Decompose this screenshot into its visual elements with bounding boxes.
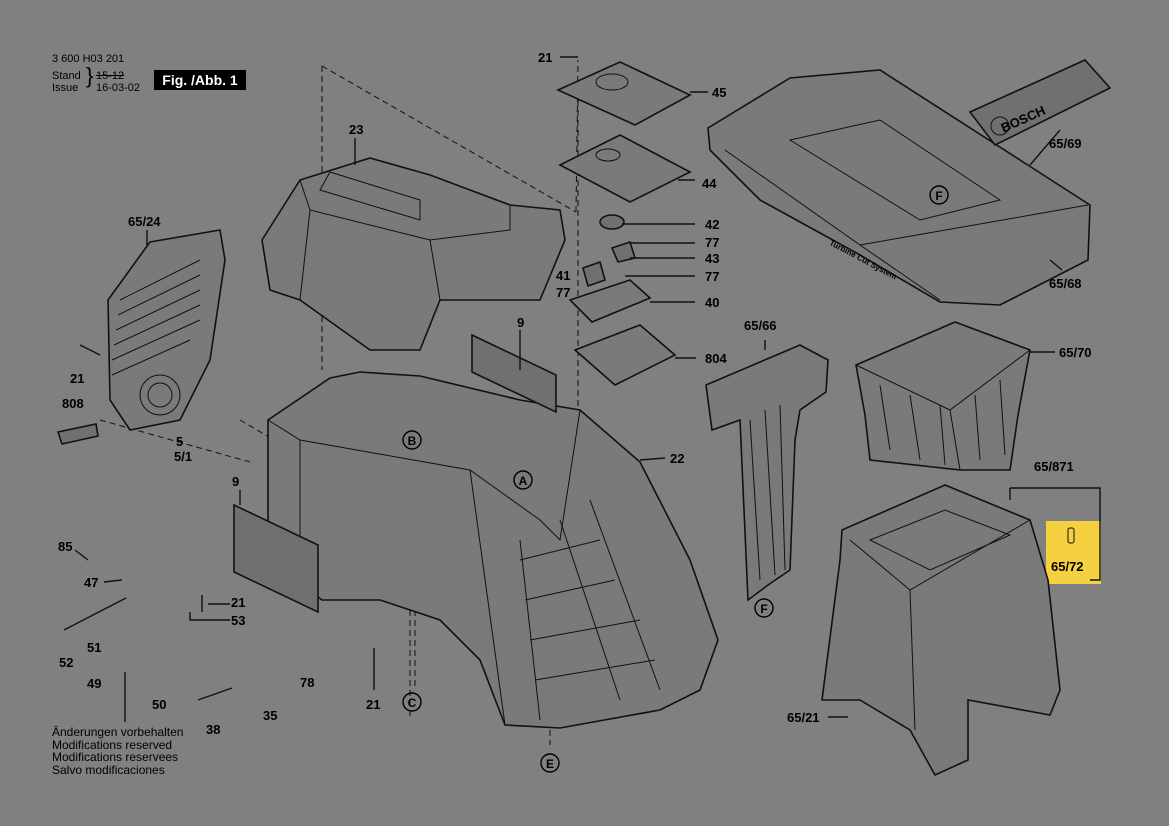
switch-plate-44: [558, 134, 692, 203]
part-label-47: 47: [84, 575, 98, 590]
part-label-51: 51: [87, 640, 101, 655]
label-sheet-9-top: [471, 333, 557, 414]
doc-number: 3 600 H03 201: [52, 53, 125, 65]
handle: [705, 344, 829, 602]
bosch-badge: [968, 59, 1112, 147]
part-label-40: 40: [705, 295, 719, 310]
part-label-65-70: 65/70: [1059, 345, 1092, 360]
callout-B: B: [408, 434, 417, 448]
callout-F-bottom: F: [760, 602, 767, 616]
note-es: Salvo modificaciones: [52, 762, 165, 777]
part-label-65-871: 65/871: [1034, 459, 1074, 474]
part-label-41: 41: [556, 268, 570, 283]
collecting-basket: [855, 321, 1031, 471]
callout-F-top: F: [935, 189, 942, 203]
part-label-65-69: 65/69: [1049, 136, 1082, 151]
pin-65-72: [1067, 527, 1075, 544]
pcb-804: [573, 324, 677, 386]
part-label-5: 5: [176, 434, 183, 449]
part-label-23: 23: [349, 122, 363, 137]
part-label-38: 38: [206, 722, 220, 737]
note-en: Modifications reserved: [52, 737, 173, 752]
figure-label: Fig. /Abb. 1: [154, 70, 246, 90]
part-label-52: 52: [59, 655, 73, 670]
part-label-65-24: 65/24: [128, 214, 161, 229]
part-label-65-72: 65/72: [1051, 559, 1084, 574]
part-label-35: 35: [263, 708, 277, 723]
base-housing: [267, 371, 719, 729]
stand-frame: [821, 484, 1061, 777]
part-label-78: 78: [300, 675, 314, 690]
brace-glyph: }: [86, 63, 94, 88]
part-label-21-mid: 21: [231, 595, 245, 610]
part-label-9-bottom: 9: [232, 474, 239, 489]
part-label-44: 44: [702, 176, 717, 191]
part-label-804: 804: [705, 351, 727, 366]
part-label-42: 42: [705, 217, 719, 232]
part-label-43: 43: [705, 251, 719, 266]
part-label-45: 45: [712, 85, 726, 100]
part-label-77-c: 77: [556, 285, 570, 300]
issue-label: Issue: [52, 82, 79, 94]
stand-old-value: 15-12: [96, 70, 125, 82]
switch-plate-45: [556, 61, 692, 126]
part-label-65-66: 65/66: [744, 318, 777, 333]
modification-notes: Änderungen vorbehalten Modifications res…: [52, 726, 183, 776]
part-label-808: 808: [62, 396, 84, 411]
part-label-65-21: 65/21: [787, 710, 820, 725]
callout-C: C: [408, 696, 417, 710]
part-label-9-top: 9: [517, 315, 524, 330]
switch-board-40: [568, 279, 652, 323]
callout-A: A: [519, 474, 528, 488]
top-cover: [707, 69, 1091, 306]
part-label-21-left: 21: [70, 371, 84, 386]
stand-label: Stand: [52, 70, 81, 82]
part-label-22: 22: [670, 451, 684, 466]
note-de: Änderungen vorbehalten: [52, 725, 184, 739]
top-housing: [261, 157, 566, 351]
leader-lines: [63, 56, 1101, 722]
part-label-21-top: 21: [538, 50, 552, 65]
note-fr: Modifications reservees: [52, 750, 179, 764]
part-label-85: 85: [58, 539, 72, 554]
part-labels: 21 45 44 23 42 77 43 77 41 77 40 804 9 6…: [58, 50, 1092, 737]
part-label-65-68: 65/68: [1049, 276, 1082, 291]
part-label-50: 50: [152, 697, 166, 712]
part-label-49: 49: [87, 676, 101, 691]
callout-E: E: [546, 757, 554, 771]
part-label-77-a: 77: [705, 235, 719, 250]
callouts: B A C E F F: [402, 185, 949, 773]
issue-date: 16-03-02: [96, 82, 141, 94]
part-label-77-b: 77: [705, 269, 719, 284]
part-label-53: 53: [231, 613, 245, 628]
label-sheet-9-bottom: [233, 503, 319, 614]
motor-cover: [107, 229, 226, 431]
part-label-21-bottom: 21: [366, 697, 380, 712]
part-label-5-1: 5/1: [174, 449, 192, 464]
